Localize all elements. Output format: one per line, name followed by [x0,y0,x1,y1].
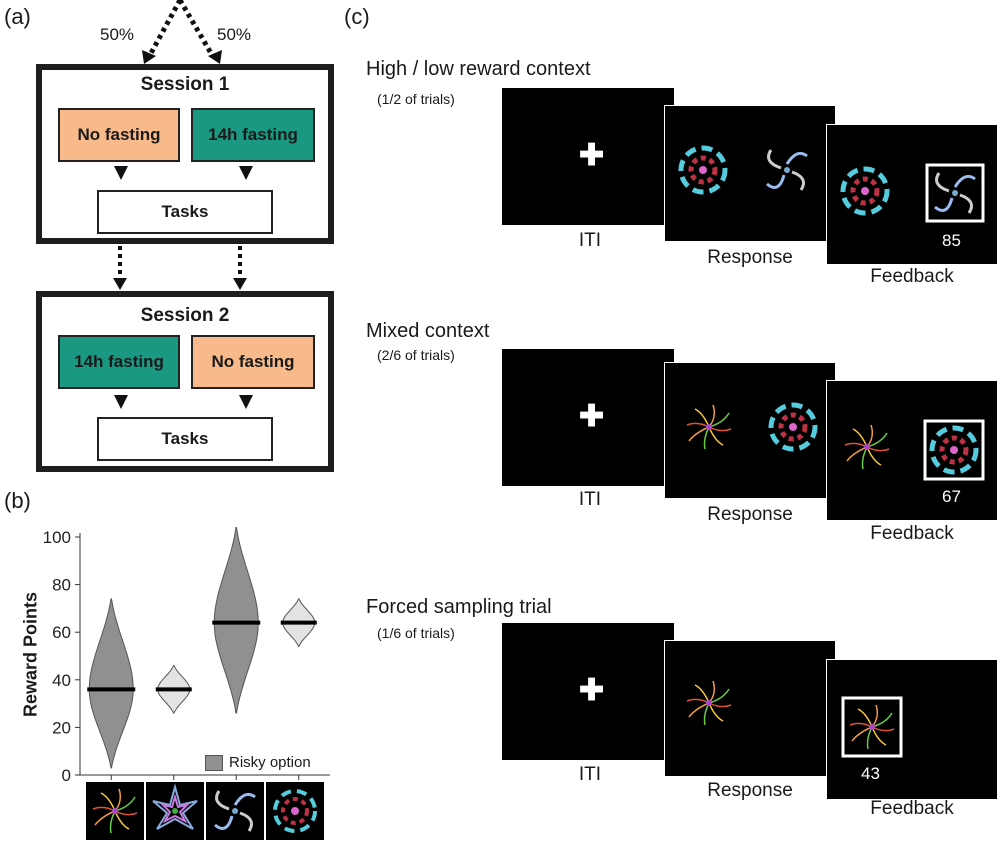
stimulus-thumb-4 [266,782,324,840]
legend-risky-label: Risky option [229,754,311,771]
feedback-screen-3: 43 [826,659,998,800]
response-stimuli-2 [686,402,818,452]
iti-label-3: ITI [578,764,602,785]
y-tick-label-60: 60 [52,623,71,642]
chart-legend: Risky option [205,754,311,771]
feedback-label-2: Feedback [870,523,954,544]
feedback-screen-1: 85 [826,124,998,265]
session-2-no-fasting: No fasting [191,335,315,389]
session-1-title: Session 1 [140,74,230,95]
feedback-stimuli-3 [841,696,903,758]
context-subtitle-1: (1/2 of trials) [377,91,455,107]
context-subtitle-3: (1/6 of trials) [377,625,455,641]
y-tick-label-80: 80 [52,576,71,595]
flower-teal-icon [273,789,317,833]
response-screen-2 [664,362,836,499]
flower-swirl-icon [214,790,256,832]
session-1-no-fasting: No fasting [58,108,180,162]
stimulus-thumb-3 [206,782,264,840]
feedback-screen-2: 67 [826,380,998,521]
session-link-arrows [113,246,247,290]
response-screen-3 [664,640,836,777]
feedback-points-2: 67 [942,487,961,506]
session-2-tasks: Tasks [97,417,273,461]
panel-a-label: (a) [4,4,31,29]
violin-1 [88,598,134,769]
session-1-fasting: 14h fasting [191,108,315,162]
violin-3 [213,527,259,714]
iti-screen-2: ✚ [502,349,674,486]
context-subtitle-2: (2/6 of trials) [377,347,455,363]
y-tick-label-100: 100 [43,528,71,547]
response-stimuli-1 [678,145,808,195]
violin-chart: 0 20 40 60 80 100 [43,527,330,785]
split-arrows [142,0,222,64]
iti-screen-3: ✚ [502,623,674,760]
feedback-label-1: Feedback [870,266,954,287]
session-1-arrows [114,166,253,180]
stimulus-thumb-1 [86,782,144,840]
panel-b-label: (b) [4,488,31,513]
iti-screen-1: ✚ [502,88,674,225]
session-2-box: Session 2 14h fasting No fasting Tasks [36,291,334,472]
response-stimuli-3 [686,680,732,726]
y-tick-label-0: 0 [62,766,71,785]
flower-orange-icon [92,788,138,834]
context-title-1: High / low reward context [366,58,591,80]
context-title-2: Mixed context [366,320,490,342]
session-1-tasks: Tasks [97,190,273,234]
split-right-percent: 50% [217,25,252,44]
iti-label-2: ITI [578,489,602,510]
flower-star-icon [152,783,198,830]
panel-c-label: (c) [344,4,370,29]
feedback-points-1: 85 [942,231,961,250]
context-title-3: Forced sampling trial [366,596,552,618]
stimulus-thumb-2 [146,782,204,840]
feedback-points-3: 43 [861,764,880,783]
fixation-cross-icon: ✚ [579,139,605,172]
feedback-label-3: Feedback [870,798,954,819]
y-tick-label-40: 40 [52,671,71,690]
response-label-1: Response [707,247,793,268]
session-1-box: Session 1 No fasting 14h fasting Tasks [36,64,334,244]
iti-label-1: ITI [578,230,602,251]
feedback-stimuli-2 [844,419,985,481]
feedback-stimuli-1 [840,163,985,223]
y-tick-label-20: 20 [52,718,71,737]
response-label-3: Response [707,780,793,801]
legend-risky-swatch [205,754,223,771]
response-label-2: Response [707,504,793,525]
session-2-arrows [114,395,253,409]
split-left-percent: 50% [100,25,135,44]
session-2-title: Session 2 [140,305,230,326]
session-2-fasting: 14h fasting [58,335,180,389]
fixation-cross-icon: ✚ [579,674,605,707]
fixation-cross-icon: ✚ [579,400,605,433]
response-screen-1 [664,105,836,242]
